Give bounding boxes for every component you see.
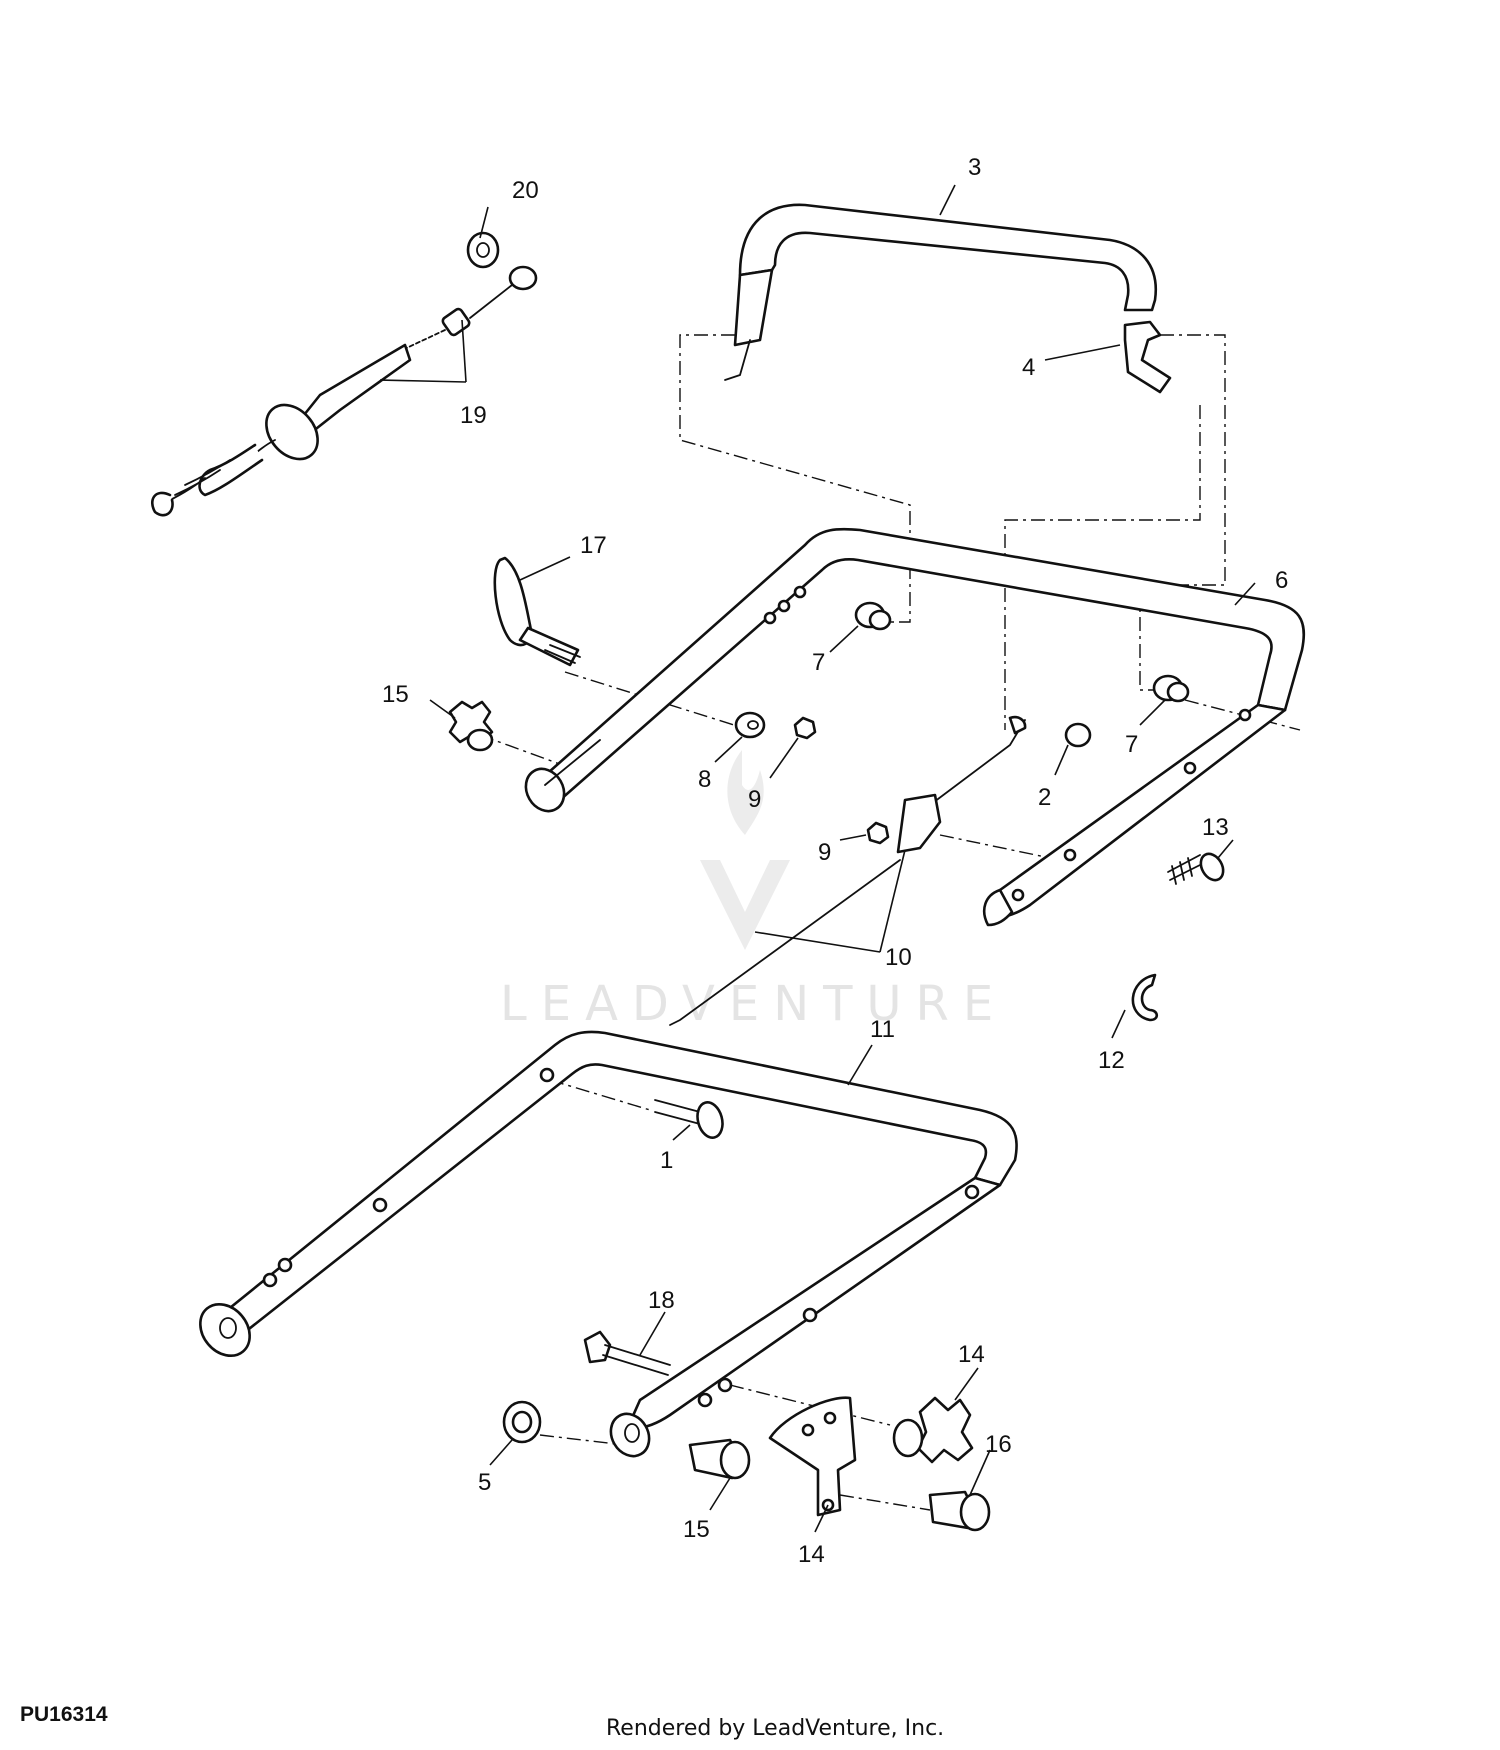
upper-handle [524, 527, 1306, 927]
nut-middle [866, 821, 890, 845]
star-knob-lower [892, 1396, 974, 1464]
callout-14-lower: 14 [958, 1341, 985, 1368]
cable-assembly [150, 231, 538, 517]
washer [734, 711, 766, 739]
callout-7-right: 7 [1125, 731, 1138, 758]
rod-bracket [669, 715, 1027, 1026]
callout-18: 18 [648, 1287, 675, 1314]
callout-8: 8 [698, 766, 711, 793]
screw-11 [1167, 852, 1225, 885]
callouts: 20 3 19 4 17 6 7 15 7 8 9 2 13 9 10 11 1… [382, 154, 1288, 1568]
lever-pin [493, 556, 581, 667]
callout-6: 6 [1275, 567, 1288, 594]
callout-19: 19 [460, 402, 487, 429]
lower-handle [199, 1030, 1018, 1458]
callout-4: 4 [1022, 354, 1035, 381]
star-knob-upper [448, 700, 494, 752]
bushing-upper-left [854, 601, 892, 631]
watermark: LEADVENTURE [500, 750, 1007, 1032]
flange-nut [502, 1400, 542, 1444]
watermark-flame-icon [727, 750, 764, 835]
callout-16: 14 [798, 1541, 825, 1568]
callout-3: 3 [968, 154, 981, 181]
bolt-15-left [688, 1438, 751, 1480]
callout-14-upper: 15 [382, 681, 409, 708]
alignment-lines [479, 334, 1301, 1511]
clip [1123, 320, 1172, 394]
callout-17: 17 [580, 532, 607, 559]
callout-5: 5 [478, 1469, 491, 1496]
callout-9-upper: 9 [748, 786, 761, 813]
callout-15-left: 15 [683, 1516, 710, 1543]
callout-11: 13 [1202, 814, 1229, 841]
height-bracket [768, 1396, 857, 1517]
callout-2: 2 [1038, 784, 1051, 811]
callout-20: 20 [512, 177, 539, 204]
bolt-15-right [928, 1490, 991, 1532]
callout-13: 11 [870, 1016, 895, 1043]
leader-lines [379, 184, 1256, 1533]
callout-15-right: 16 [985, 1431, 1012, 1458]
callout-1: 1 [660, 1147, 673, 1174]
watermark-v-icon [700, 860, 790, 950]
nut-upper [793, 716, 817, 740]
render-credit: Rendered by LeadVenture, Inc. [606, 1716, 945, 1741]
bushing-cable [1064, 722, 1092, 748]
callout-10: 10 [885, 944, 912, 971]
carriage-bolt [654, 1099, 724, 1139]
upper-handle-grip [724, 203, 1158, 381]
bolt-18 [583, 1330, 671, 1376]
callout-12: 12 [1098, 1047, 1125, 1074]
watermark-text: LEADVENTURE [500, 976, 1007, 1032]
retaining-ring [1131, 973, 1159, 1022]
diagram-id: PU16314 [20, 1703, 108, 1726]
callout-9-middle: 9 [818, 839, 831, 866]
bushing-upper-right [1152, 674, 1190, 703]
callout-7-left: 7 [812, 649, 825, 676]
